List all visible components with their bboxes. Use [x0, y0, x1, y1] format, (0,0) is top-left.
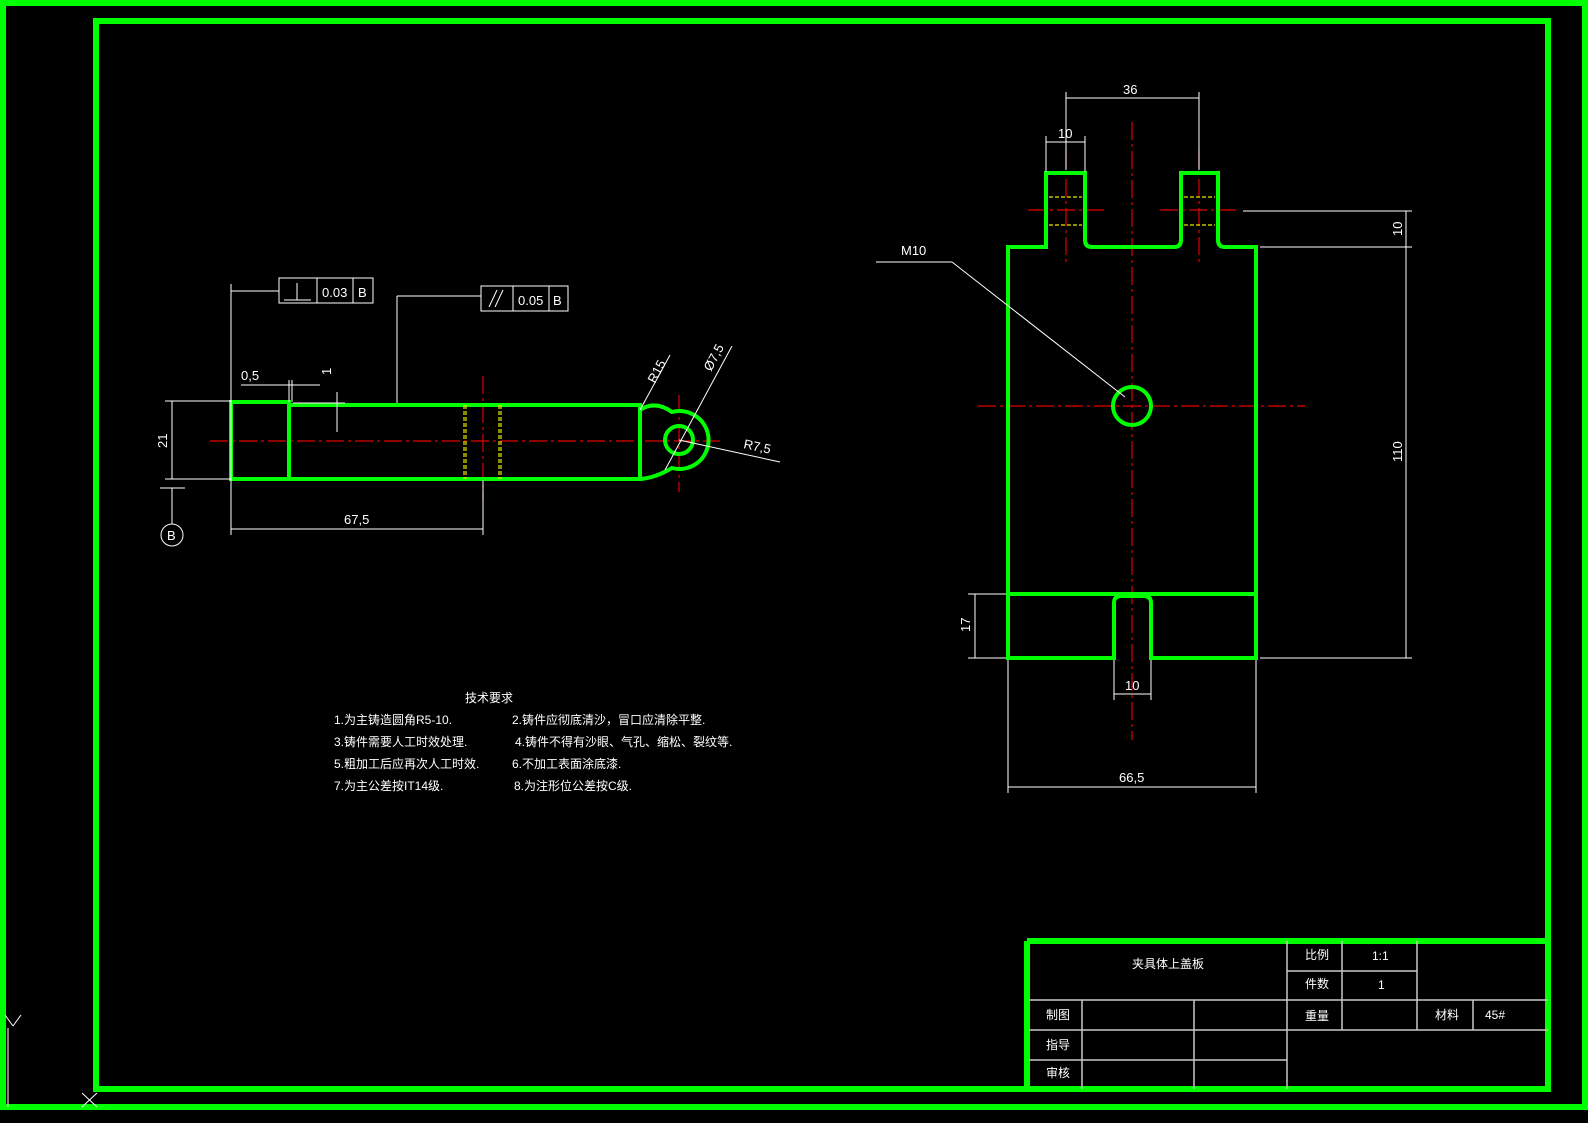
technical-requirements: 技术要求 1.为主铸造圆角R5-10. 2.铸件应彻底清沙，冒口应清除平整. 3… [334, 691, 732, 793]
ucs-icon: Y [4, 1014, 98, 1108]
tech-req-item: 4.铸件不得有沙眼、气孔、缩松、裂纹等. [515, 734, 732, 749]
part-name: 夹具体上盖板 [1132, 957, 1204, 971]
hole-label: M10 [901, 243, 926, 258]
m10-hole [1111, 385, 1153, 427]
tech-req-title: 技术要求 [465, 691, 513, 705]
title-block: 夹具体上盖板 比例 1:1 件数 1 重量 材料 45# 制图 指导 审核 [1024, 938, 1548, 1089]
scale-label: 比例 [1305, 948, 1329, 962]
dim-bottom: 17 [958, 618, 973, 632]
tech-req-item: 1.为主铸造圆角R5-10. [334, 712, 452, 727]
material-value: 45# [1485, 1008, 1505, 1022]
inner-border [93, 18, 1551, 1092]
dim-dia: Ø7,5 [700, 341, 726, 373]
material-label: 材料 [1435, 1008, 1459, 1022]
dim-slot: 10 [1125, 678, 1139, 693]
tech-req-item: 8.为注形位公差按C级. [514, 778, 632, 793]
dim-tab-width: 10 [1058, 126, 1072, 141]
dim-tab-spacing: 36 [1123, 82, 1137, 97]
dim-r15: R15 [644, 357, 668, 385]
dim-step: 0,5 [241, 368, 259, 383]
dim-offset: 1 [319, 368, 334, 375]
weight-label: 重量 [1305, 1009, 1329, 1023]
tech-req-item: 2.铸件应彻底清沙，冒口应清除平整. [512, 712, 705, 727]
dim-length: 67,5 [344, 512, 369, 527]
datum-label: B [167, 528, 176, 543]
qty-label: 件数 [1305, 976, 1329, 991]
plate-outline [1006, 171, 1258, 660]
gdt-perp-tolerance: 0.03 [322, 285, 347, 300]
left-view: 0.03 B 0.05 B 0,5 1 21 67,5 R15 Ø7,5 R7,… [155, 277, 781, 547]
review-label: 审核 [1046, 1065, 1070, 1080]
dim-width: 66,5 [1119, 770, 1144, 785]
tech-req-item: 3.铸件需要人工时效处理. [334, 734, 467, 749]
dim-tab-height: 10 [1390, 222, 1405, 236]
drawn-label: 制图 [1046, 1008, 1070, 1022]
right-view: 36 10 10 110 17 10 66,5 M10 [876, 82, 1412, 793]
gdt-par-datum: B [553, 293, 562, 308]
guide-label: 指导 [1046, 1037, 1070, 1052]
tech-req-item: 6.不加工表面涂底漆. [512, 756, 621, 771]
tech-req-item: 7.为主公差按IT14级. [334, 779, 443, 793]
dim-r75: R7,5 [742, 436, 772, 456]
ear-hole [663, 424, 695, 456]
dim-height: 110 [1390, 441, 1405, 462]
gdt-par-tolerance: 0.05 [518, 293, 543, 308]
qty-value: 1 [1378, 978, 1385, 992]
dim-height: 21 [155, 434, 170, 448]
ear-outline [638, 403, 711, 481]
scale-value: 1:1 [1372, 949, 1389, 963]
gdt-perp-datum: B [358, 285, 367, 300]
tech-req-item: 5.粗加工后应再次人工时效. [334, 756, 479, 771]
